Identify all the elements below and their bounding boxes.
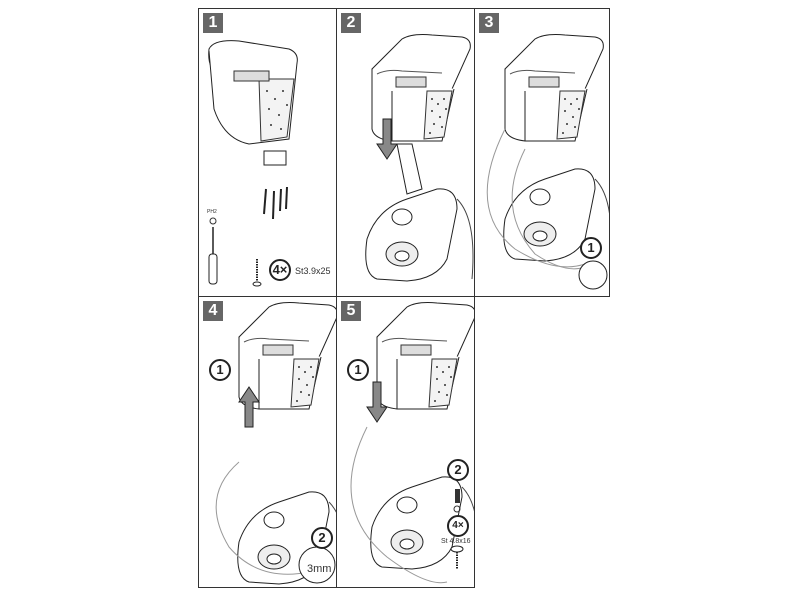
removal-illustration: [215, 302, 336, 585]
step-number-badge: 4: [203, 301, 223, 321]
screw-icon: [252, 259, 262, 287]
step-number-badge: 2: [341, 13, 361, 33]
screwdriver-bit-icon: [455, 489, 460, 503]
sub-step-number: 1: [580, 237, 602, 259]
hex-size-label: 3mm: [307, 563, 332, 575]
step-3-panel: 3 1: [474, 8, 610, 297]
sub-step-number: 1: [347, 359, 369, 381]
step-4-panel: 4 1 2 3mm: [198, 296, 337, 588]
arrow-down-icon: [366, 381, 388, 423]
arrow-down-icon: [376, 118, 398, 160]
arrow-up-icon: [238, 386, 260, 428]
armrest-illustration: [208, 40, 298, 287]
sub-step-number: 2: [447, 459, 469, 481]
screw-spec: St 4.8x16: [441, 538, 471, 545]
sub-step-number: 2: [311, 527, 333, 549]
install-illustration: [486, 34, 609, 290]
step-1-panel: 1 PH2 4× St3.9x25: [198, 8, 337, 297]
tool-label: PH2: [207, 209, 217, 215]
step-number-badge: 5: [341, 301, 361, 321]
tool-detail-icon: [578, 260, 608, 290]
screw-count: 4×: [269, 259, 291, 281]
step-2-panel: 2: [336, 8, 475, 297]
sub-step-number: 1: [209, 359, 231, 381]
step-number-badge: 1: [203, 13, 223, 33]
install-illustration: [365, 34, 474, 282]
screwdriver-icon: [208, 217, 218, 285]
step-number-badge: 3: [479, 13, 499, 33]
step-5-panel: 5 1 2 4× St 4.8x16: [336, 296, 475, 588]
screw-icon: [450, 545, 464, 553]
screw-count: 4×: [447, 515, 469, 537]
screw-spec: St3.9x25: [295, 266, 331, 276]
install-illustration: [350, 302, 474, 584]
